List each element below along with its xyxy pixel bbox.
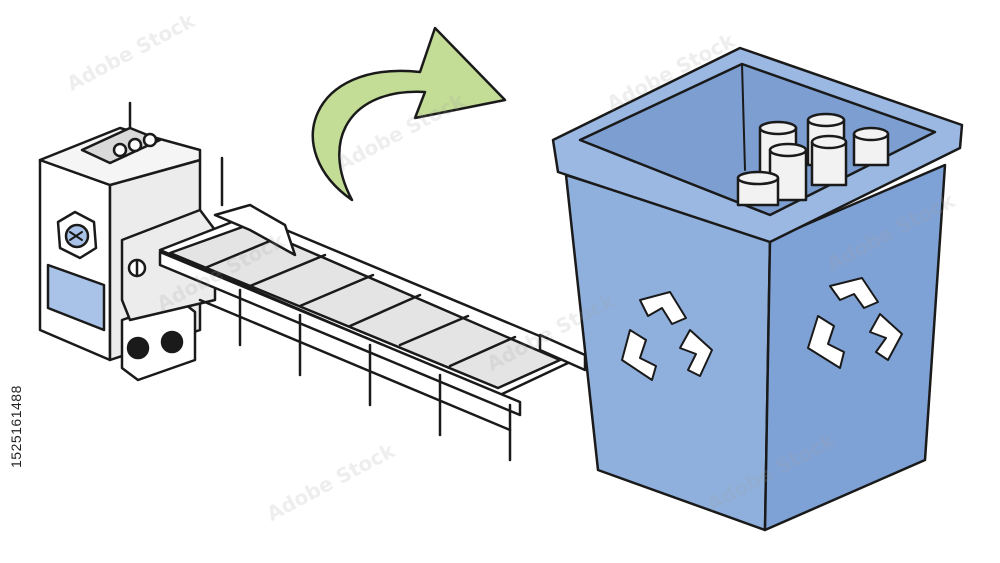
curved-arrow-icon: [311, 26, 507, 202]
recycling-bin: [551, 46, 964, 532]
recycle-icon: [56, 210, 98, 260]
recycle-icon: [621, 291, 713, 381]
conveyor-belt: [158, 156, 587, 462]
sorting-machine: [38, 101, 217, 382]
cans: [736, 112, 890, 207]
recycle-icon: [807, 277, 903, 369]
stock-id: 1525161488: [8, 385, 24, 468]
